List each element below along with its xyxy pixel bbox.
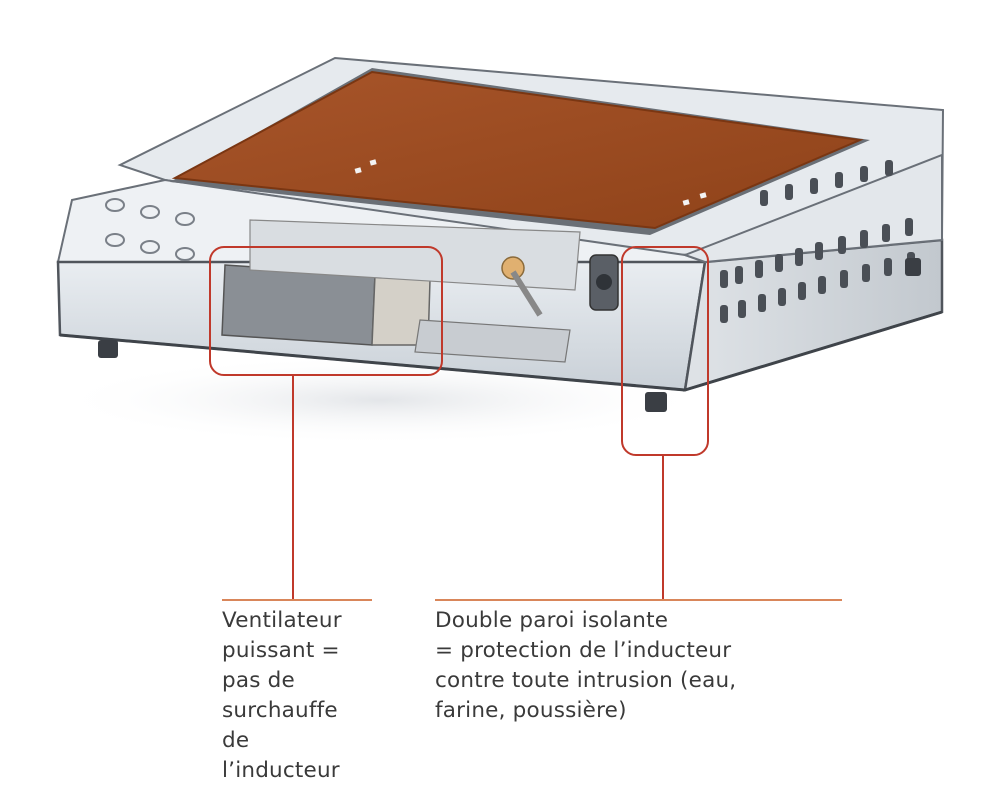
caption-line: Ventilateur puissant = <box>222 608 342 663</box>
caption-double-wall: Double paroi isolante = protection de l’… <box>435 606 835 726</box>
caption-line: l’inducteur <box>222 758 340 783</box>
caption-line: = protection de l’inducteur <box>435 638 732 663</box>
internal-components <box>221 219 619 363</box>
induction-unit-diagram <box>50 56 945 601</box>
ventilation-slots <box>720 160 915 323</box>
highlight-box-ventilator <box>209 246 443 376</box>
caption-line: farine, poussière) <box>435 698 627 723</box>
caption-ventilator: Ventilateur puissant = pas de surchauffe… <box>222 606 372 786</box>
highlight-box-double-wall <box>621 246 709 456</box>
ventilation-slots-left <box>105 198 195 261</box>
caption-line: Double paroi isolante <box>435 608 669 633</box>
caption-line: contre toute intrusion (eau, <box>435 668 737 693</box>
caption-line: pas de surchauffe de <box>222 668 338 753</box>
feet <box>98 258 921 412</box>
cooking-plate <box>170 68 870 235</box>
